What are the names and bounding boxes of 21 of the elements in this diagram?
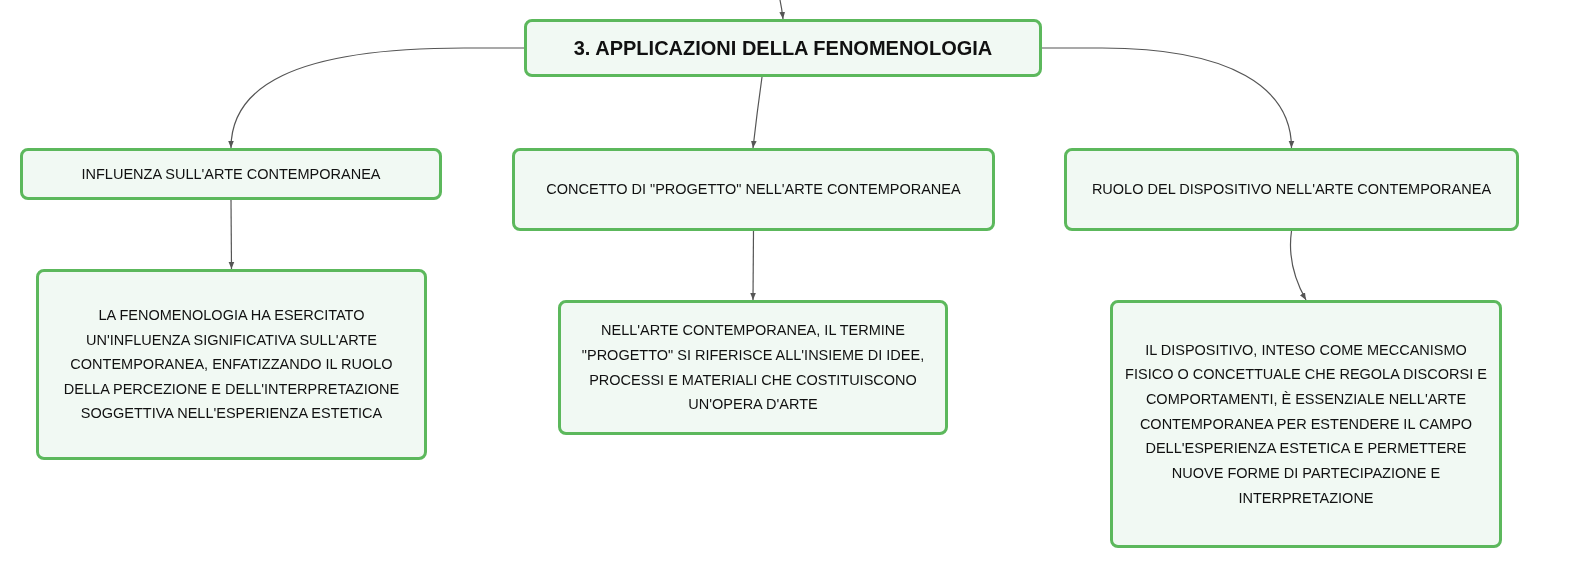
concept-box — [1110, 300, 1502, 548]
concept-text: NELL'ARTE CONTEMPORANEA, IL TERMINE "PROGETTO" SI RIFERISCE ALL'INSIEME DI IDEE, PROCESSI E MATERIALI CHE COSTITUISCONO UN'OPERA D'ARTE — [580, 321, 926, 415]
arrow — [228, 47, 525, 149]
concept-text: INFLUENZA SULL'ARTE CONTEMPORANEA — [81, 164, 381, 184]
concept-box — [20, 148, 442, 200]
topic-box — [524, 19, 1042, 77]
topic-title: 3. APPLICAZIONI DELLA FENOMENOLOGIA — [573, 36, 993, 61]
arrow — [1041, 47, 1294, 149]
concept-text: IL DISPOSITIVO, INTESO COME MECCANISMO FISICO O CONCETTUALE CHE REGOLA DISCORSI E COMPORTAMENTI, È ESSENZIALE NELL'ARTE CONTEMPORANEA PER ESTENDERE IL CAMPO DELL'ESPERIENZA ESTETICA E PERMETTERE NUOVE FORME DI PARTECIPAZIONE E INTERPRETAZIONE — [1124, 340, 1488, 508]
concept-box — [512, 148, 995, 231]
concept-text: RUOLO DEL DISPOSITIVO NELL'ARTE CONTEMPORANEA — [1091, 180, 1492, 200]
concept-box — [1064, 148, 1519, 231]
arrow — [1289, 230, 1307, 301]
arrow — [228, 199, 235, 270]
arrow — [779, 0, 786, 20]
concept-text: LA FENOMENOLOGIA HA ESERCITATO UN'INFLUENZA SIGNIFICATIVA SULL'ARTE CONTEMPORANEA, ENFATIZZANDO IL RUOLO DELLA PERCEZIONE E DELL'INTERPRETAZIONE SOGGETTIVA NELL'ESPERIENZA ESTETICA — [62, 305, 401, 424]
concept-text: CONCETTO DI "PROGETTO" NELL'ARTE CONTEMPORANEA — [546, 180, 961, 200]
concept-box — [36, 269, 427, 460]
arrow — [750, 76, 763, 149]
arrow — [750, 230, 756, 301]
concept-box — [558, 300, 948, 435]
